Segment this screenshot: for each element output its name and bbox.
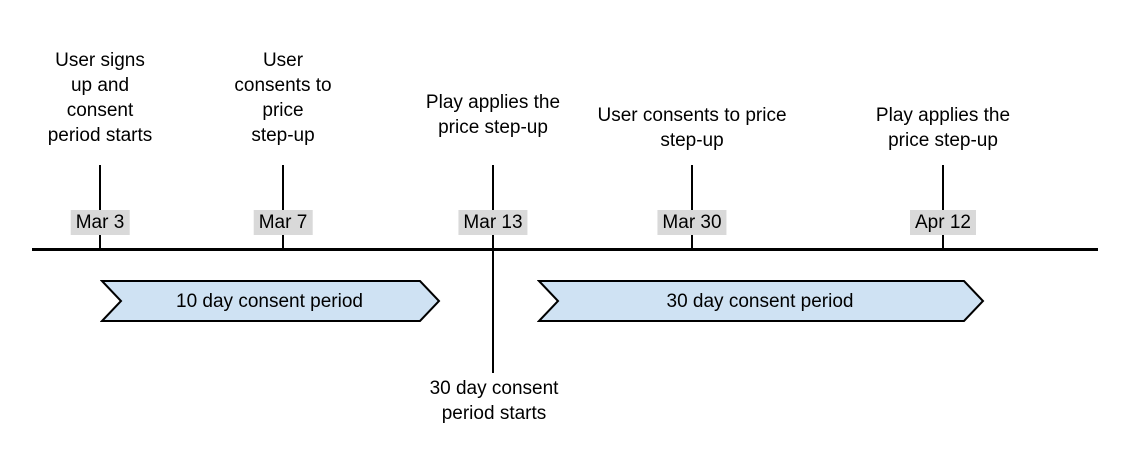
banner-arrow-shape bbox=[537, 280, 985, 322]
note-label-mar13: 30 day consent period starts bbox=[429, 378, 559, 424]
event-tick-mar3 bbox=[99, 165, 101, 250]
event-tick-apr12 bbox=[942, 165, 944, 250]
event-date-badge-mar13: Mar 13 bbox=[458, 210, 528, 235]
event-tick-mar13 bbox=[492, 165, 494, 373]
consent-period-banner-10day bbox=[100, 280, 441, 322]
banner-arrow-shape bbox=[100, 280, 441, 322]
event-label-apr12: Play applies the price step-up bbox=[875, 105, 1011, 151]
event-date-badge-mar3: Mar 3 bbox=[70, 210, 130, 235]
consent-period-banner-30day bbox=[537, 280, 985, 322]
banner-label-30day: 30 day consent period bbox=[666, 290, 854, 312]
event-label-mar13: Play applies the price step-up bbox=[425, 92, 561, 138]
event-date-badge-mar7: Mar 7 bbox=[253, 210, 313, 235]
event-tick-mar30 bbox=[691, 165, 693, 250]
timeline-axis bbox=[32, 248, 1098, 251]
event-label-mar30: User consents to price step-up bbox=[597, 105, 787, 151]
event-label-mar3: User signs up and consent period starts bbox=[47, 50, 153, 146]
event-date-badge-apr12: Apr 12 bbox=[910, 210, 976, 235]
banner-label-10day: 10 day consent period bbox=[176, 290, 363, 312]
event-label-mar7: User consents to price step-up bbox=[234, 50, 332, 146]
event-date-badge-mar30: Mar 30 bbox=[657, 210, 727, 235]
event-tick-mar7 bbox=[282, 165, 284, 250]
